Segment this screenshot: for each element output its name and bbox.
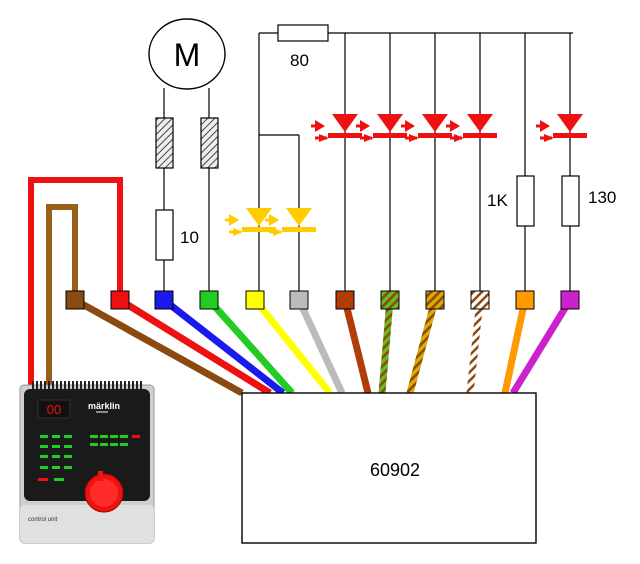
led-red-2	[356, 114, 407, 142]
cable-green-brown	[378, 299, 394, 394]
decoder-label: 60902	[370, 460, 420, 480]
control-unit-display	[37, 399, 71, 419]
terminal-green	[199, 290, 219, 310]
cable-red	[118, 297, 272, 396]
control-unit-display-text: 00	[47, 402, 61, 417]
control-unit-brand: märklin	[88, 401, 120, 411]
black-wiring	[163, 32, 573, 298]
resistor-80-label: 80	[290, 51, 309, 70]
brown-feed-wire	[46, 204, 78, 385]
resistor-80	[277, 24, 329, 42]
led-yellow-2	[265, 208, 316, 236]
cable-violet	[510, 298, 573, 395]
cable-green	[206, 297, 295, 396]
cable-group	[73, 296, 573, 397]
cable-orange	[501, 299, 529, 394]
choke-left	[155, 117, 174, 169]
control-unit-ribs	[32, 381, 142, 389]
control-knob[interactable]	[90, 479, 118, 507]
control-unit-caption: control unit	[28, 517, 58, 523]
terminal-white-brown	[470, 290, 490, 310]
terminal-orange	[515, 290, 535, 310]
terminal-red-brown	[335, 290, 355, 310]
cable-red-brown	[341, 299, 372, 394]
terminal-row	[65, 290, 580, 310]
control-unit-feed	[28, 177, 123, 385]
terminal-violet	[560, 290, 580, 310]
resistor-1k-label: 1K	[487, 191, 508, 210]
choke-right	[200, 117, 219, 169]
led-group	[225, 114, 587, 236]
terminal-red	[110, 290, 130, 310]
terminal-yellow	[245, 290, 265, 310]
led-red-5	[536, 114, 587, 142]
led-red-3	[401, 114, 452, 142]
red-feed-wire	[28, 177, 123, 385]
cable-yellow	[252, 297, 333, 396]
terminal-brown	[65, 290, 85, 310]
cable-white-brown	[466, 299, 484, 394]
resistor-1k	[516, 175, 535, 227]
terminal-blue	[154, 290, 174, 310]
cable-grey	[295, 298, 346, 395]
control-unit-indicators	[38, 435, 140, 481]
cable-blue	[161, 297, 286, 396]
led-yellow-1	[225, 208, 276, 236]
resistor-10-label: 10	[180, 228, 199, 247]
control-unit: 00 märklin control unit	[19, 381, 155, 544]
cable-yellow-brown	[406, 299, 439, 394]
terminal-green-brown	[380, 290, 400, 310]
resistor-10	[155, 209, 174, 261]
motor	[148, 18, 226, 90]
terminal-yellow-brown	[425, 290, 445, 310]
resistor-130-label: 130	[588, 188, 616, 207]
resistor-130	[561, 175, 580, 227]
decoder-box	[241, 392, 537, 544]
terminal-grey	[289, 290, 309, 310]
led-red-4	[446, 114, 497, 142]
led-red-1	[311, 114, 362, 142]
cable-brown	[73, 296, 244, 397]
motor-label: M	[174, 37, 201, 73]
